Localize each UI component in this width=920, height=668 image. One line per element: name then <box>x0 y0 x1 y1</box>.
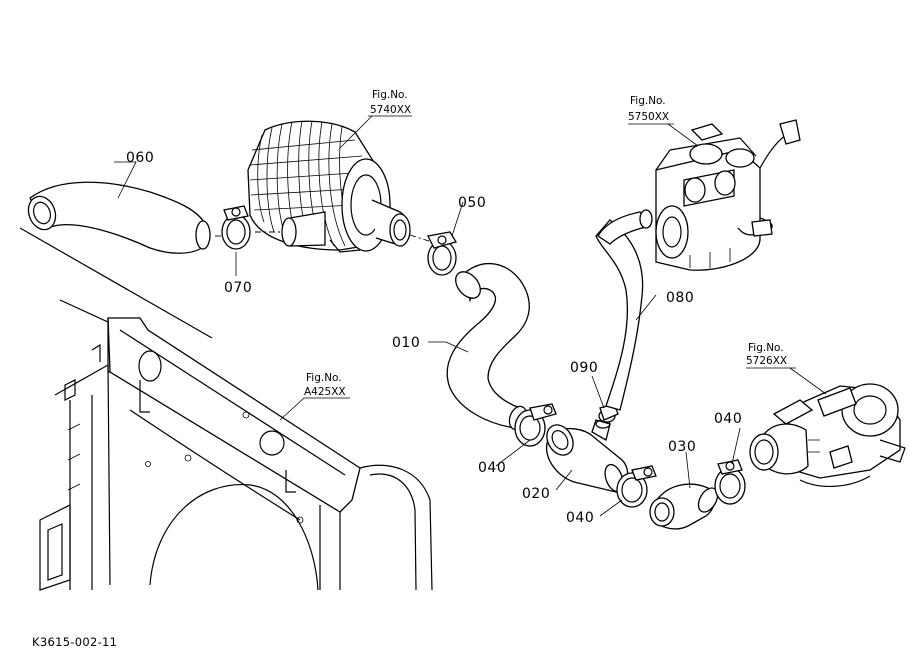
hose-clamp-050 <box>427 231 457 276</box>
fig-ref-turbo-number: 5726XX <box>746 355 787 367</box>
fig-ref-throttle-label: Fig.No. <box>630 95 666 107</box>
callout-080: 080 <box>666 290 694 306</box>
callout-040-a: 040 <box>478 460 506 476</box>
intake-pipe-020 <box>546 419 629 493</box>
callout-040-c: 040 <box>714 411 742 427</box>
intake-hose-060 <box>27 181 211 254</box>
callout-060: 060 <box>126 150 154 166</box>
hose-clamp-040-c <box>714 459 746 505</box>
leader-lines <box>114 115 827 517</box>
frame-assembly <box>19 227 433 591</box>
hose-clamp-040-b <box>616 465 657 508</box>
callout-010: 010 <box>392 335 420 351</box>
callout-070: 070 <box>224 280 252 296</box>
fig-ref-turbo-label: Fig.No. <box>748 342 784 354</box>
callout-090: 090 <box>570 360 598 376</box>
callout-050: 050 <box>458 195 486 211</box>
throttle-body-assembly <box>655 119 801 271</box>
drawing-code: K3615-002-11 <box>32 635 117 649</box>
callout-030: 030 <box>668 439 696 455</box>
hose-080 <box>595 209 653 411</box>
fig-ref-air-cleaner-number: 5740XX <box>370 104 411 116</box>
callout-labels: 060 070 050 010 080 090 040 020 040 030 … <box>126 150 742 526</box>
elbow-hose-030 <box>649 483 719 530</box>
callout-020: 020 <box>522 486 550 502</box>
hose-clamp-070 <box>215 205 251 250</box>
fig-ref-air-cleaner-label: Fig.No. <box>372 89 408 101</box>
figure-references: Fig.No. 5740XX Fig.No. 5750XX Fig.No. A4… <box>304 89 787 398</box>
fig-ref-throttle-number: 5750XX <box>628 111 669 123</box>
fig-ref-frame-number: A425XX <box>304 386 346 398</box>
callout-040-b: 040 <box>566 510 594 526</box>
hose-clamp-040-a <box>514 403 557 447</box>
air-cleaner-assembly <box>247 120 433 253</box>
fig-ref-frame-label: Fig.No. <box>306 372 342 384</box>
turbocharger-assembly <box>749 383 906 487</box>
